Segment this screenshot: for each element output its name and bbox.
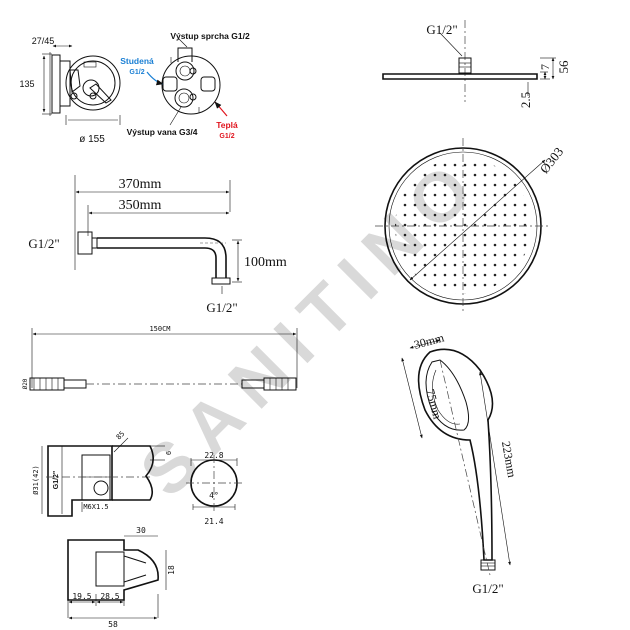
holder-dim-85: 85 xyxy=(115,430,127,442)
hot-arrow xyxy=(214,101,228,117)
mixer-dim-depth: 27/45 xyxy=(32,36,55,46)
mixer-drawing: 27/45 135 ø 155 xyxy=(19,31,249,145)
holder-dim-4: 4° xyxy=(209,491,219,500)
arm-dim-outer: 370mm xyxy=(119,177,162,192)
head-side-dim-b: 56 xyxy=(556,60,571,74)
mixer-hot-label: Teplá xyxy=(216,120,238,130)
holder-drawing xyxy=(41,437,244,620)
handshower-drawing xyxy=(401,339,511,576)
hose-drawing xyxy=(29,328,298,391)
mixer-side-profile xyxy=(42,44,81,116)
holder-dim-58: 58 xyxy=(108,620,118,629)
shower-arm-drawing xyxy=(74,175,242,294)
handshower-dim-head: 30mm xyxy=(412,330,446,352)
holder-dim-22: 22.8 xyxy=(204,451,223,460)
head-top-diameter: Ø303 xyxy=(537,144,567,176)
hose-length: 150CM xyxy=(149,325,170,333)
mixer-front-view xyxy=(65,55,121,125)
holder-thread: G1/2" xyxy=(53,471,60,490)
holder-dim-28: 28.5 xyxy=(100,592,119,601)
holder-screw: M6X1.5 xyxy=(83,503,108,511)
mixer-hot-thread: G1/2 xyxy=(219,133,234,140)
mixer-outlet-shower-label: Výstup sprcha G1/2 xyxy=(170,31,250,41)
handshower-dim-length: 223mm xyxy=(499,440,519,479)
mixer-dim-height: 135 xyxy=(19,79,34,89)
mixer-cold-label: Studená xyxy=(120,56,154,66)
holder-dim-30: 30 xyxy=(136,526,146,535)
handshower-thread: G1/2" xyxy=(472,581,503,596)
arm-thread-in: G1/2" xyxy=(28,236,59,251)
mixer-valve-body xyxy=(161,47,221,115)
holder-dim-21: 21.4 xyxy=(204,517,223,526)
head-side-thread: G1/2" xyxy=(426,22,457,37)
head-side-dim-a: 7 xyxy=(538,64,552,70)
arm-thread-out: G1/2" xyxy=(206,300,237,315)
holder-dim-6: 6 xyxy=(165,451,173,455)
handshower-dim-face: 75mm xyxy=(423,387,445,421)
head-side-view xyxy=(382,20,556,102)
holder-dim-18: 18 xyxy=(167,565,176,575)
mixer-dim-diameter: ø 155 xyxy=(79,134,105,145)
arm-dim-drop: 100mm xyxy=(244,255,287,270)
hose-diameter: Ø20 xyxy=(22,378,29,389)
mixer-cold-thread: G1/2 xyxy=(129,69,144,76)
cold-arrow xyxy=(146,71,164,86)
holder-dim-19: 19.5 xyxy=(72,592,91,601)
holder-dim-d: Ø31(42) xyxy=(32,465,40,495)
head-top-view xyxy=(375,138,551,314)
mixer-outlet-bath-label: Výstup vana G3/4 xyxy=(127,127,198,137)
arm-dim-inner: 350mm xyxy=(119,198,162,213)
head-side-dim-c: 2.5 xyxy=(518,92,533,108)
